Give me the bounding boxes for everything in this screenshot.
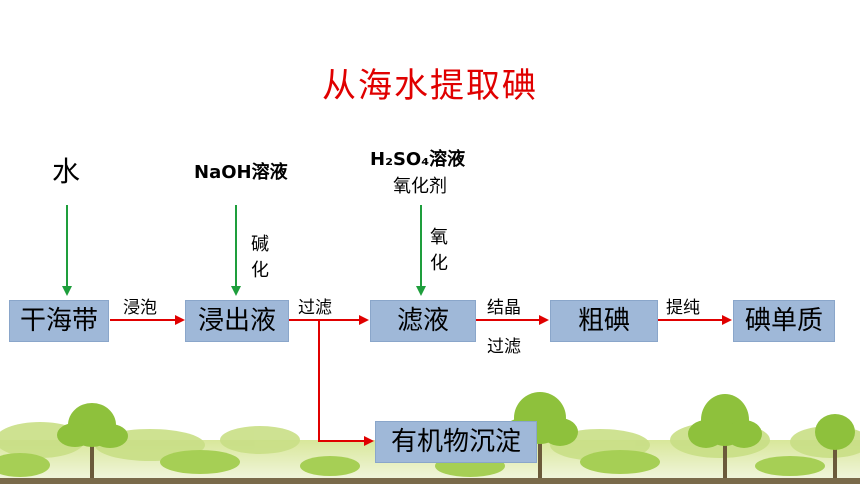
iodine-box: 碘单质 — [733, 300, 835, 342]
kelp-box: 干海带 — [9, 300, 109, 342]
crude-iodine-box: 粗碘 — [550, 300, 658, 342]
alkalize-label: 碱 化 — [250, 232, 270, 284]
oxidize-char-1: 氧 — [430, 227, 448, 248]
water-label: 水 — [52, 155, 81, 188]
filtrate-box: 滤液 — [370, 300, 476, 342]
page-title: 从海水提取碘 — [322, 66, 538, 106]
crystallize-label: 结晶 — [487, 298, 521, 318]
alkalize-char-2: 化 — [251, 260, 269, 281]
soak-label: 浸泡 — [123, 298, 157, 318]
naoh-label: NaOH溶液 — [194, 162, 288, 183]
filter1-label: 过滤 — [298, 298, 332, 318]
filter2-label: 过滤 — [487, 337, 521, 357]
leach-liquid-box: 浸出液 — [185, 300, 289, 342]
oxidant-label: 氧化剂 — [393, 176, 447, 197]
h2so4-label: H₂SO₄溶液 — [370, 149, 466, 170]
precipitate-box: 有机物沉淀 — [375, 421, 537, 463]
oxidize-char-2: 化 — [430, 253, 448, 274]
alkalize-char-1: 碱 — [251, 234, 269, 255]
oxidize-label: 氧 化 — [429, 225, 449, 277]
precipitate-branch-arrow — [318, 320, 374, 446]
purify-label: 提纯 — [666, 298, 700, 318]
